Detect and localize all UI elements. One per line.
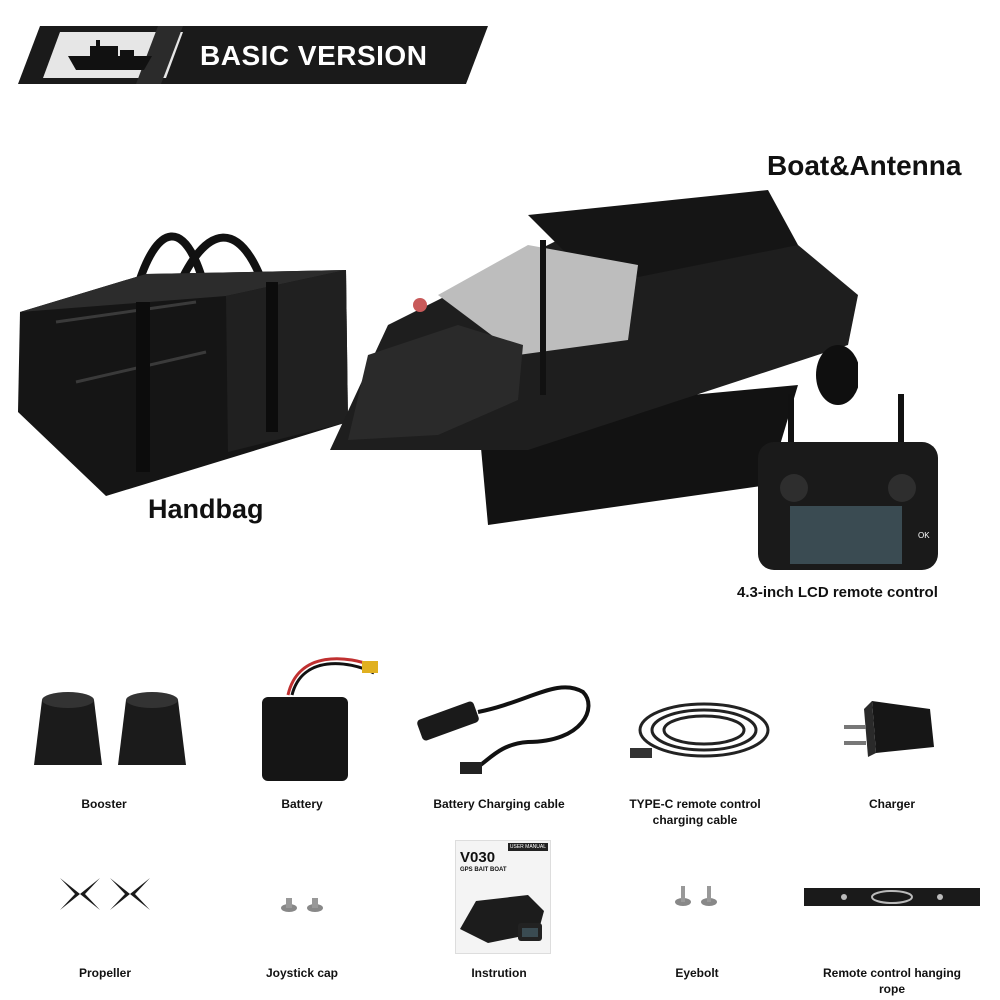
instruction-manual-image: USER MANUAL V030 GPS BAIT BOAT — [455, 840, 551, 954]
charger-label: Charger — [868, 797, 915, 811]
manual-tag: USER MANUAL — [507, 843, 548, 851]
charger-image — [844, 701, 934, 757]
boat-label: Boat&Antenna — [767, 150, 962, 181]
booster-image — [34, 692, 186, 765]
eyebolt-label: Eyebolt — [675, 966, 719, 980]
manual-boat-icon — [460, 895, 544, 943]
handbag-image — [18, 232, 348, 496]
eyebolt-image — [675, 886, 717, 906]
type-c-cable-label: TYPE-C remote control charging cable — [629, 797, 761, 827]
manual-model: V030 — [460, 849, 496, 866]
battery-label: Battery — [281, 797, 323, 811]
manual-subtitle: GPS BAIT BOAT — [460, 867, 507, 873]
page-title: BASIC VERSION — [200, 40, 428, 71]
remote-label: 4.3-inch LCD remote control — [737, 584, 938, 601]
remote-ok-button: OK — [918, 531, 930, 540]
propeller-label: Propeller — [78, 966, 132, 980]
boat-image — [330, 190, 858, 525]
hanging-rope-image — [804, 888, 980, 906]
hanging-rope-label: Remote control hanging rope — [823, 966, 961, 996]
handbag-label: Handbag — [148, 494, 264, 524]
propeller-image — [60, 878, 150, 910]
header-banner: BASIC VERSION — [18, 26, 488, 84]
booster-label: Booster — [81, 797, 127, 811]
remote-control-image: OK — [758, 394, 938, 570]
boat-icon — [68, 40, 152, 70]
battery-charging-cable-image — [417, 685, 591, 774]
instruction-label: Instrution — [471, 966, 527, 980]
type-c-cable-image — [630, 702, 770, 758]
joystick-cap-image — [281, 898, 323, 912]
battery-charging-cable-label: Battery Charging cable — [433, 797, 565, 811]
battery-image — [262, 657, 378, 781]
joystick-cap-label: Joystick cap — [265, 966, 339, 980]
